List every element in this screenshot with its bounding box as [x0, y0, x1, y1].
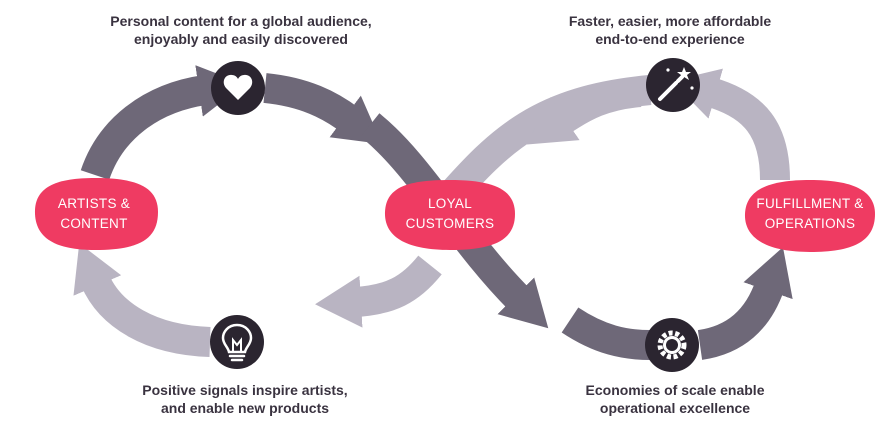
node-fulfillment-line2: OPERATIONS [765, 216, 856, 231]
caption-top-left: Personal content for a global audience, … [96, 12, 386, 48]
arrow-fulfillment-to-wand-top [671, 68, 790, 181]
caption-bottom-left-line2: and enable new products [160, 400, 330, 416]
node-artists-line1: ARTISTS & [58, 196, 130, 211]
gear-icon [645, 318, 699, 372]
caption-top-right: Faster, easier, more affordable end-to-e… [540, 12, 800, 48]
arrow-loyal-to-bulb [315, 255, 442, 328]
caption-bottom-right-line1: Economies of scale enable [585, 382, 765, 398]
node-loyal-customers: LOYAL CUSTOMERS [384, 180, 515, 250]
caption-bottom-right: Economies of scale enable operational ex… [555, 381, 795, 417]
caption-top-left-line1: Personal content for a global audience, [110, 13, 372, 29]
arrow-gear-to-fulfillment-right [697, 247, 793, 360]
node-loyal-line1: LOYAL [428, 196, 472, 211]
arrow-artists-to-heart [80, 65, 245, 181]
node-loyal-line2: CUSTOMERS [406, 216, 495, 231]
arrow-heart-to-loyal [263, 73, 383, 144]
node-artists-content: ARTISTS & CONTENT [34, 178, 158, 250]
node-fulfillment-operations: FULFILLMENT & OPERATIONS [744, 180, 875, 252]
node-fulfillment-line1: FULFILLMENT & [756, 196, 863, 211]
caption-top-right-line1: Faster, easier, more affordable [568, 13, 772, 29]
lightbulb-icon [210, 315, 264, 369]
caption-top-right-line2: end-to-end experience [595, 31, 745, 47]
caption-bottom-left-line1: Positive signals inspire artists, [142, 382, 348, 398]
node-artists-line2: CONTENT [60, 216, 127, 231]
heart-icon [211, 61, 265, 115]
arrow-bulb-to-artists [73, 243, 211, 357]
caption-bottom-left: Positive signals inspire artists, and en… [110, 381, 380, 417]
arrow-gear-to-fulfillment [561, 307, 651, 360]
caption-bottom-right-line2: operational excellence [599, 400, 751, 416]
arrow-wand-to-loyal [526, 77, 642, 145]
caption-top-left-line2: enjoyably and easily discovered [134, 31, 348, 47]
magic-wand-icon [646, 58, 700, 112]
